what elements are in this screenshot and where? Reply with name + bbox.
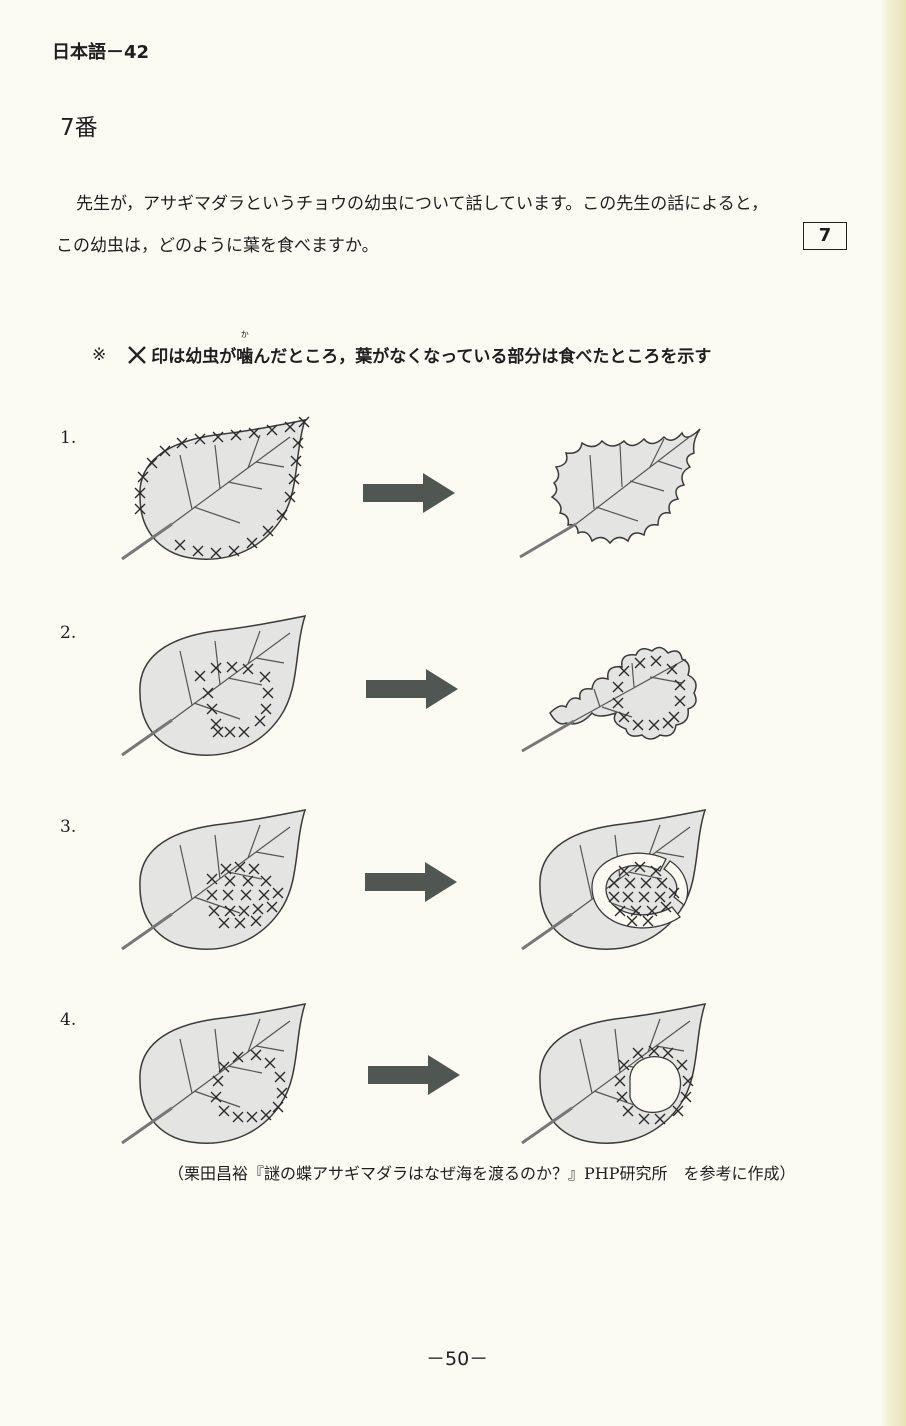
note-mark: ※: [92, 345, 106, 365]
leaf-option-1-after: [520, 429, 700, 557]
note-text-before: 印は幼虫が: [151, 342, 236, 367]
cross-mark-icon: [126, 344, 148, 366]
leaf-diagram: [0, 400, 906, 1160]
page-number: －50－: [426, 1344, 488, 1371]
question-prompt: 先生が，アサギマダラというチョウの幼虫について話しています。この先生の話によると…: [56, 183, 856, 267]
leaf-option-3-before: [122, 810, 305, 949]
arrow-1: [363, 473, 455, 513]
prompt-line-2: この幼虫は，どのように葉を食べますか。: [56, 236, 379, 256]
prompt-line-1: 先生が，アサギマダラというチョウの幼虫について話しています。この先生の話によると…: [56, 183, 856, 225]
arrow-4: [368, 1055, 460, 1095]
ruby-reading: か: [241, 329, 249, 340]
leaf-option-4-after: [522, 1004, 705, 1143]
ruby-base: 噛: [236, 347, 253, 367]
question-number: 7番: [60, 108, 98, 142]
leaf-option-2-before: [122, 616, 305, 755]
arrow-3: [365, 862, 457, 902]
answer-number-box: 7: [803, 222, 847, 250]
leaf-option-2-after: [522, 647, 696, 751]
source-citation: （栗田昌裕『謎の蝶アサギマダラはなぜ海を渡るのか？』PHP研究所 を参考に作成）: [168, 1160, 796, 1184]
leaf-option-3-after: [522, 810, 705, 949]
arrow-2: [366, 669, 458, 709]
note-text-after: んだところ，葉がなくなっている部分は食べたところを示す: [253, 342, 711, 367]
leaf-option-1-before: [122, 417, 309, 559]
page-header: 日本語－42: [52, 38, 149, 64]
figure-note: ※ 印は幼虫が か 噛 んだところ，葉がなくなっている部分は食べたところを示す: [92, 342, 711, 367]
ruby-kanji: か 噛: [236, 342, 253, 367]
leaf-option-4-before: [122, 1004, 305, 1143]
